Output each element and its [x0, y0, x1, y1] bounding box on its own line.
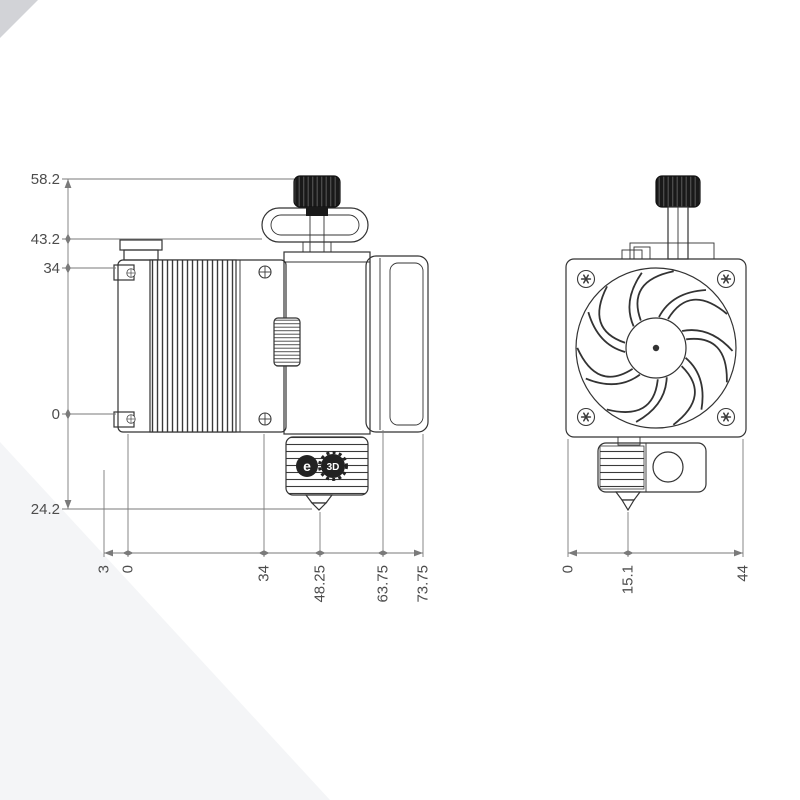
dim-label-58-2: 58.2: [31, 171, 60, 188]
idler-slot: [270, 214, 360, 236]
hotend-block-front: [597, 442, 707, 493]
e3d-logo-e-circle: [296, 455, 318, 477]
dim-label-24-2: 24.2: [31, 501, 60, 518]
dimension-lines: [62, 178, 744, 557]
side-view: e 3D: [113, 175, 429, 511]
motor-connector-upper: [119, 239, 163, 251]
screw-icon: [126, 268, 136, 278]
fan-hub-center: [652, 344, 660, 352]
dim-label-63-75: 63.75: [375, 565, 392, 603]
torx-screw-icon: [576, 407, 596, 427]
watermark-triangle-top-left: [0, 0, 38, 38]
torx-screw-icon: [576, 269, 596, 289]
dim-label-34-v: 34: [43, 260, 60, 277]
e3d-logo-gear-teeth: [318, 451, 348, 481]
hotend-fins-front: [599, 445, 645, 490]
tension-wheel: [273, 317, 301, 367]
thumbscrew-knob-front: [655, 175, 701, 208]
e3d-logo-3d-text: 3D: [327, 462, 340, 473]
nozzle-tip-front: [620, 499, 636, 512]
bracket-detail-small: [621, 249, 643, 260]
dim-label-44: 44: [735, 565, 752, 582]
fan-housing: [565, 258, 747, 438]
idler-mount: [302, 241, 332, 253]
fan-duct-inner: [389, 262, 424, 426]
hotend-neck-front: [617, 436, 641, 446]
heater-hole: [652, 451, 684, 483]
dim-label-73-75: 73.75: [415, 565, 432, 603]
dim-label-0-v: 0: [52, 406, 60, 423]
dimension-labels: 58.2 43.2 34 0 24.2 3 0 34 48.25 63.75 7…: [31, 171, 752, 603]
thumbscrew-knob: [293, 175, 341, 208]
front-view: [565, 175, 747, 512]
fan-opening: [575, 267, 737, 429]
motor-heatsink-fins: [149, 259, 237, 433]
screw-icon: [258, 265, 272, 279]
dim-arrowheads: [64, 179, 743, 557]
e3d-logo-gear: [321, 454, 345, 478]
dim-label-43-2: 43.2: [31, 231, 60, 248]
dim-label-48-25: 48.25: [312, 565, 329, 603]
screw-icon: [126, 414, 136, 424]
thumbscrew-neck: [306, 207, 328, 216]
nozzle-tip-side: [310, 502, 328, 511]
background-watermark: [0, 0, 330, 800]
torx-screw-icon: [716, 269, 736, 289]
dim-label-0-right: 0: [560, 565, 577, 573]
e3d-logo-e-text: e: [303, 458, 311, 474]
torx-screw-icon: [716, 407, 736, 427]
watermark-triangle-bottom-left: [0, 442, 330, 800]
dim-label-3: 3: [96, 565, 113, 573]
fan-duct-outer: [365, 255, 429, 433]
fan-hub: [625, 317, 687, 379]
dim-label-0-h: 0: [120, 565, 137, 573]
screw-icon: [258, 412, 272, 426]
nozzle-body-front: [614, 491, 642, 501]
dim-label-15-1: 15.1: [620, 565, 637, 594]
dim-label-34-h: 34: [256, 565, 273, 582]
nozzle-body-side: [304, 494, 334, 504]
motor-connector-lower: [123, 249, 159, 261]
